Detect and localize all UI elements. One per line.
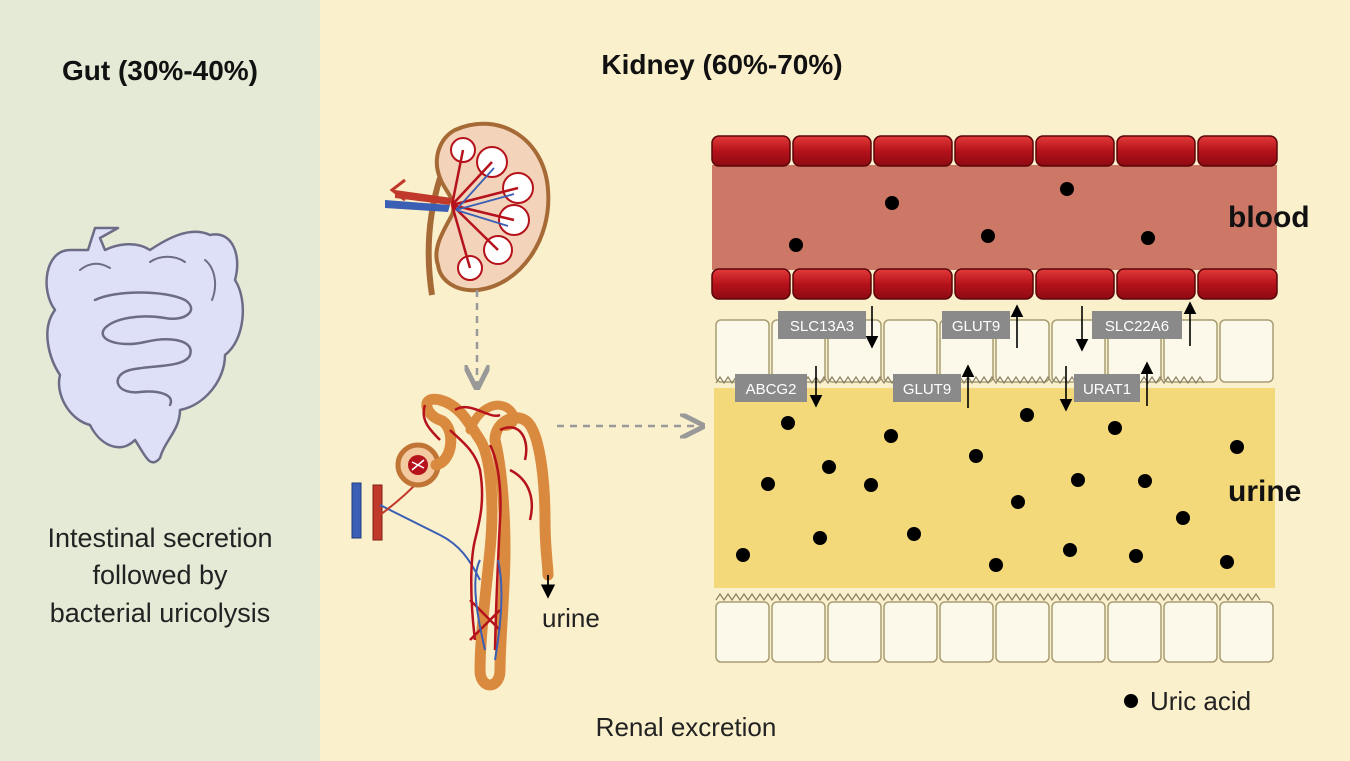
transporter-glut9-bottom: GLUT9 [893,364,975,408]
svg-text:SLC22A6: SLC22A6 [1105,318,1169,335]
kidney-illustration [385,121,551,296]
tubular-cell-row-bottom [715,601,1274,663]
urine-zone [714,388,1275,588]
transporter-urat1: URAT1 [1059,361,1154,412]
gut-description-line-1: Intestinal secretion [47,523,272,553]
renal-excretion-caption: Renal excretion [596,712,777,742]
intestine-illustration [45,226,245,464]
blood-uric-acid-dots [789,182,1155,252]
svg-text:ABCG2: ABCG2 [746,381,797,398]
endothelial-row-bottom [711,268,1278,300]
urine-uric-acid-dots [736,408,1244,572]
blood-zone [712,165,1277,270]
svg-text:SLC13A3: SLC13A3 [790,318,854,335]
svg-text:GLUT9: GLUT9 [903,381,951,398]
uric-acid-legend-label: Uric acid [1150,686,1251,716]
uric-acid-legend-icon [1124,694,1138,708]
endothelial-row-top [711,135,1278,167]
transporter-glut9-top: GLUT9 [942,304,1024,348]
urine-zone-label: urine [1228,475,1301,508]
gut-description-line-2: followed by [92,560,228,590]
gut-title: Gut (30%-40%) [62,55,258,86]
nephron-urine-label: urine [542,603,600,633]
gut-description-line-3: bacterial uricolysis [50,598,271,628]
brush-border-bottom [715,592,1261,602]
transporter-slc22a6: SLC22A6 [1092,301,1197,346]
kidney-title: Kidney (60%-70%) [601,49,842,80]
svg-text:GLUT9: GLUT9 [952,318,1000,335]
transporter-abcg2: ABCG2 [735,366,823,408]
blood-label: blood [1228,201,1310,234]
transporter-slc13a3: SLC13A3 [778,306,879,349]
nephron-illustration [351,393,556,691]
svg-text:URAT1: URAT1 [1083,381,1131,398]
